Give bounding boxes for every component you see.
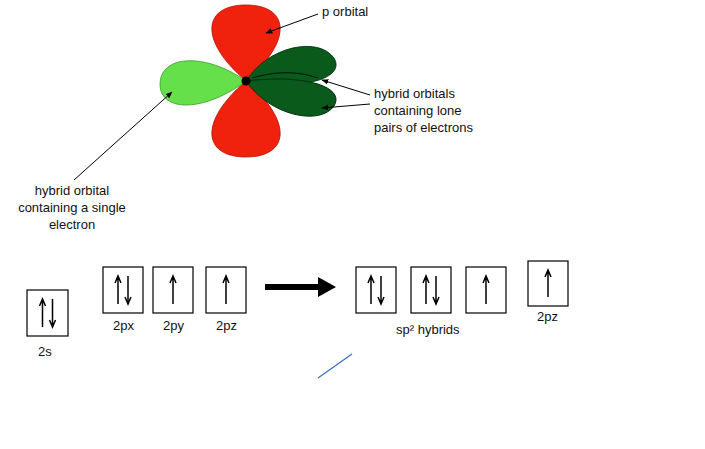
leader-arrow xyxy=(322,80,370,95)
leader-arrow xyxy=(266,14,318,33)
orbital-boxes xyxy=(27,261,568,336)
orbital-box xyxy=(356,267,396,313)
lone-pair-lobe xyxy=(246,46,336,84)
orbital-label: 2pz xyxy=(537,309,558,326)
callout-label: hybrid orbital containing a single elect… xyxy=(10,183,134,234)
lobe-edge xyxy=(252,73,318,78)
orbital-box xyxy=(103,267,143,313)
orbital-box xyxy=(528,261,568,306)
callout-label: p orbital xyxy=(322,4,368,21)
reaction-arrow xyxy=(265,277,336,297)
orbital-label: 2px xyxy=(113,318,134,335)
nucleus-dot xyxy=(242,77,251,86)
lone-pair-lobe xyxy=(246,79,336,116)
leader-arrow xyxy=(322,104,370,108)
orbital-box xyxy=(27,290,68,336)
orbital-box xyxy=(206,267,246,313)
orbital-box xyxy=(466,267,506,313)
orbital-label: sp² hybrids xyxy=(396,322,460,339)
leader-arrows xyxy=(74,14,370,180)
orbital-label: 2pz xyxy=(216,318,237,335)
single-electron-lobe xyxy=(160,61,246,105)
callout-label: hybrid orbitals containing lone pairs of… xyxy=(374,86,478,137)
orbital-box xyxy=(153,267,193,313)
orbital-label: 2s xyxy=(38,344,52,361)
orbital-lobes xyxy=(160,5,336,157)
leader-arrow xyxy=(74,92,172,180)
orbital-box xyxy=(411,267,451,313)
orbital-label: 2py xyxy=(163,318,184,335)
stray-line xyxy=(318,354,352,378)
